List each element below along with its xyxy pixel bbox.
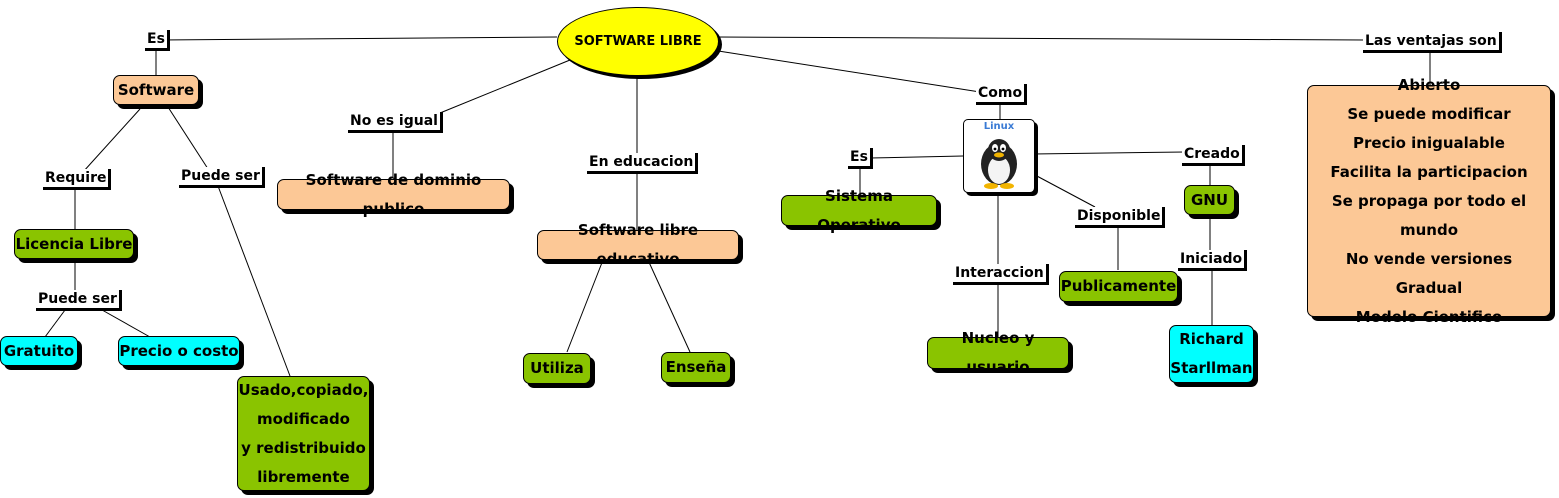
label-interaccion: Interaccion: [953, 264, 1049, 285]
label-puede-ser-licencia: Puede ser: [36, 290, 122, 311]
ventaja-item: No vende versiones: [1345, 249, 1513, 268]
richard-line: Starllman: [1170, 359, 1253, 377]
node-software-educativo: Software libre educativo: [537, 221, 739, 268]
node-publicamente: Publicamente: [1059, 271, 1178, 302]
ventaja-item: Se propaga por todo el mundo: [1331, 191, 1527, 239]
label-es: Es: [145, 30, 170, 51]
node-nucleo-usuario: Nucleo y usuario: [927, 329, 1069, 376]
usado-line: libremente: [257, 467, 350, 486]
label-ventajas: Las ventajas son: [1363, 32, 1502, 53]
node-utiliza: Utiliza: [523, 353, 591, 384]
node-ensena: Enseña: [661, 352, 731, 383]
label-puede-ser-precio: Puede ser: [179, 167, 265, 188]
node-ventajas-list: Abierto Se puede modificar Precio inigua…: [1307, 76, 1551, 326]
label-disponible: Disponible: [1075, 207, 1166, 228]
ventaja-item: Gradual: [1395, 278, 1463, 297]
label-creado: Creado: [1182, 145, 1245, 166]
node-licencia-libre: Licencia Libre: [14, 229, 134, 259]
richard-line: Richard: [1179, 330, 1244, 348]
node-gnu: GNU: [1184, 185, 1235, 215]
label-en-educacion: En educacion: [587, 153, 699, 174]
node-sistema-operativo: Sistema Operativo: [781, 187, 937, 234]
usado-line: y redistribuido: [241, 438, 366, 457]
node-software: Software: [113, 75, 199, 105]
node-linux: Linux: [963, 119, 1035, 193]
node-dominio-publico: Software de dominio publico: [277, 171, 510, 218]
linux-caption: Linux: [983, 121, 1015, 132]
label-require: Require: [43, 169, 112, 190]
node-usado-copiado: Usado,copiado, modificado y redistribuid…: [237, 376, 370, 491]
ventaja-item: Abierto: [1397, 75, 1461, 94]
ventaja-item: Precio inigualable: [1353, 133, 1505, 152]
node-precio-o-costo: Precio o costo: [118, 336, 240, 366]
node-gratuito: Gratuito: [0, 336, 78, 366]
ventaja-item: Modelo Cientifico: [1355, 307, 1503, 326]
usado-line: Usado,copiado,: [238, 380, 369, 399]
label-como: Como: [976, 84, 1028, 105]
label-es-linux: Es: [848, 148, 873, 169]
node-richard-stallman: Richard Starllman: [1169, 325, 1254, 383]
label-iniciado: Iniciado: [1178, 250, 1248, 271]
label-no-es-igual: No es igual: [348, 112, 443, 133]
ventaja-item: Se puede modificar: [1347, 104, 1511, 123]
usado-line: modificado: [257, 409, 350, 428]
central-concept: SOFTWARE LIBRE: [557, 7, 719, 76]
ventaja-item: Facilita la participacion: [1330, 162, 1528, 181]
tux-penguin-icon: [981, 139, 1017, 189]
